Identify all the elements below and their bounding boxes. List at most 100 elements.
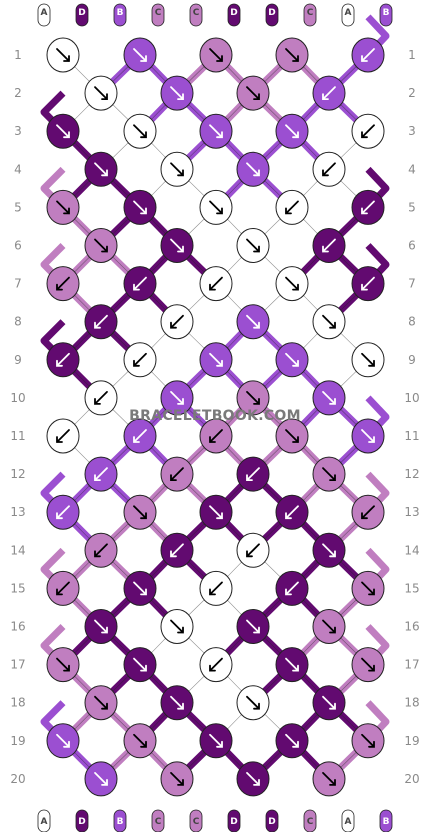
arrow-down-right-icon xyxy=(209,733,223,748)
row-number-left: 13 xyxy=(10,505,25,519)
knot xyxy=(123,189,157,225)
arrow-down-right-icon xyxy=(361,581,375,596)
knot xyxy=(84,532,118,568)
knot xyxy=(199,418,233,454)
watermark-text: BRACELETBOOK.COM xyxy=(129,408,301,424)
arrow-down-right-icon xyxy=(285,352,299,367)
arrow-down-right-icon xyxy=(209,48,223,62)
arrow-down-right-icon xyxy=(133,581,147,596)
arrow-down-right-icon xyxy=(209,352,223,367)
string-letter: C xyxy=(155,817,162,827)
string-letter: A xyxy=(41,817,48,827)
row-number-right: 3 xyxy=(408,124,416,138)
arrow-down-right-icon xyxy=(170,619,184,634)
string-letter: A xyxy=(345,8,352,18)
knot xyxy=(312,151,346,187)
string-end xyxy=(227,3,241,27)
arrow-down-right-icon xyxy=(56,124,70,139)
knot xyxy=(312,228,346,263)
row-number-left: 19 xyxy=(10,734,25,748)
knot xyxy=(351,494,385,530)
knot xyxy=(199,113,233,149)
knot xyxy=(160,304,194,340)
knot xyxy=(312,761,346,797)
arrow-down-left-icon xyxy=(285,505,299,520)
knot xyxy=(351,418,385,454)
string-letter: C xyxy=(193,8,200,18)
knot xyxy=(275,570,309,606)
knot xyxy=(351,113,385,149)
arrow-down-right-icon xyxy=(170,86,184,100)
knot xyxy=(84,75,118,111)
knot xyxy=(275,37,309,73)
arrow-down-left-icon xyxy=(56,352,70,367)
row-number-left: 10 xyxy=(10,391,25,405)
arrow-down-left-icon xyxy=(133,352,147,367)
arrow-down-left-icon xyxy=(56,581,70,596)
arrow-down-right-icon xyxy=(285,276,299,291)
knot xyxy=(160,228,194,263)
arrow-down-right-icon xyxy=(285,124,299,139)
knot xyxy=(46,342,80,378)
arrow-down-right-icon xyxy=(246,391,260,405)
knot xyxy=(351,570,385,606)
arrow-down-right-icon xyxy=(322,391,336,405)
knot xyxy=(312,456,346,492)
knot xyxy=(160,761,194,797)
arrow-down-left-icon xyxy=(170,314,184,329)
arrow-down-right-icon xyxy=(56,200,70,215)
string-end xyxy=(113,3,127,27)
string-letter: C xyxy=(307,817,314,827)
knot xyxy=(351,37,385,73)
arrow-down-right-icon xyxy=(322,772,336,786)
arrow-down-left-icon xyxy=(361,124,375,139)
string-end xyxy=(265,3,279,27)
knot xyxy=(123,723,157,759)
row-number-left: 12 xyxy=(10,467,25,481)
knot xyxy=(236,380,270,416)
arrow-down-right-icon xyxy=(322,314,336,329)
arrow-down-left-icon xyxy=(94,391,108,405)
arrow-down-right-icon xyxy=(322,695,336,710)
arrow-down-left-icon xyxy=(94,467,108,481)
arrow-down-left-icon xyxy=(94,543,108,558)
knot xyxy=(84,685,118,721)
row-number-right: 18 xyxy=(404,696,419,710)
arrow-down-right-icon xyxy=(209,200,223,215)
row-number-right: 11 xyxy=(404,429,419,443)
row-number-right: 4 xyxy=(408,162,416,176)
knot xyxy=(351,266,385,302)
arrow-down-right-icon xyxy=(94,619,108,634)
string-letter: B xyxy=(117,817,124,827)
knot xyxy=(275,723,309,759)
knot xyxy=(236,228,270,263)
row-number-left: 18 xyxy=(10,696,25,710)
arrow-down-right-icon xyxy=(170,695,184,710)
arrow-down-right-icon xyxy=(322,543,336,558)
knot xyxy=(84,380,118,416)
arrow-down-left-icon xyxy=(246,467,260,481)
knot xyxy=(351,189,385,225)
string-letter: D xyxy=(78,8,85,18)
string-letter: C xyxy=(155,8,162,18)
string-end xyxy=(341,809,355,832)
string-end xyxy=(37,3,51,27)
arrow-down-left-icon xyxy=(361,200,375,215)
arrow-down-right-icon xyxy=(322,619,336,634)
row-number-right: 14 xyxy=(404,543,419,557)
string-end xyxy=(189,809,203,832)
knot xyxy=(84,456,118,492)
arrow-down-left-icon xyxy=(170,543,184,558)
knot xyxy=(160,685,194,721)
arrow-down-right-icon xyxy=(285,48,299,62)
row-number-left: 7 xyxy=(14,277,22,291)
arrow-down-right-icon xyxy=(133,124,147,139)
knot xyxy=(199,37,233,73)
string-end xyxy=(151,3,165,27)
knot xyxy=(46,418,80,454)
knot xyxy=(199,342,233,378)
knot xyxy=(160,75,194,111)
knot xyxy=(236,532,270,568)
